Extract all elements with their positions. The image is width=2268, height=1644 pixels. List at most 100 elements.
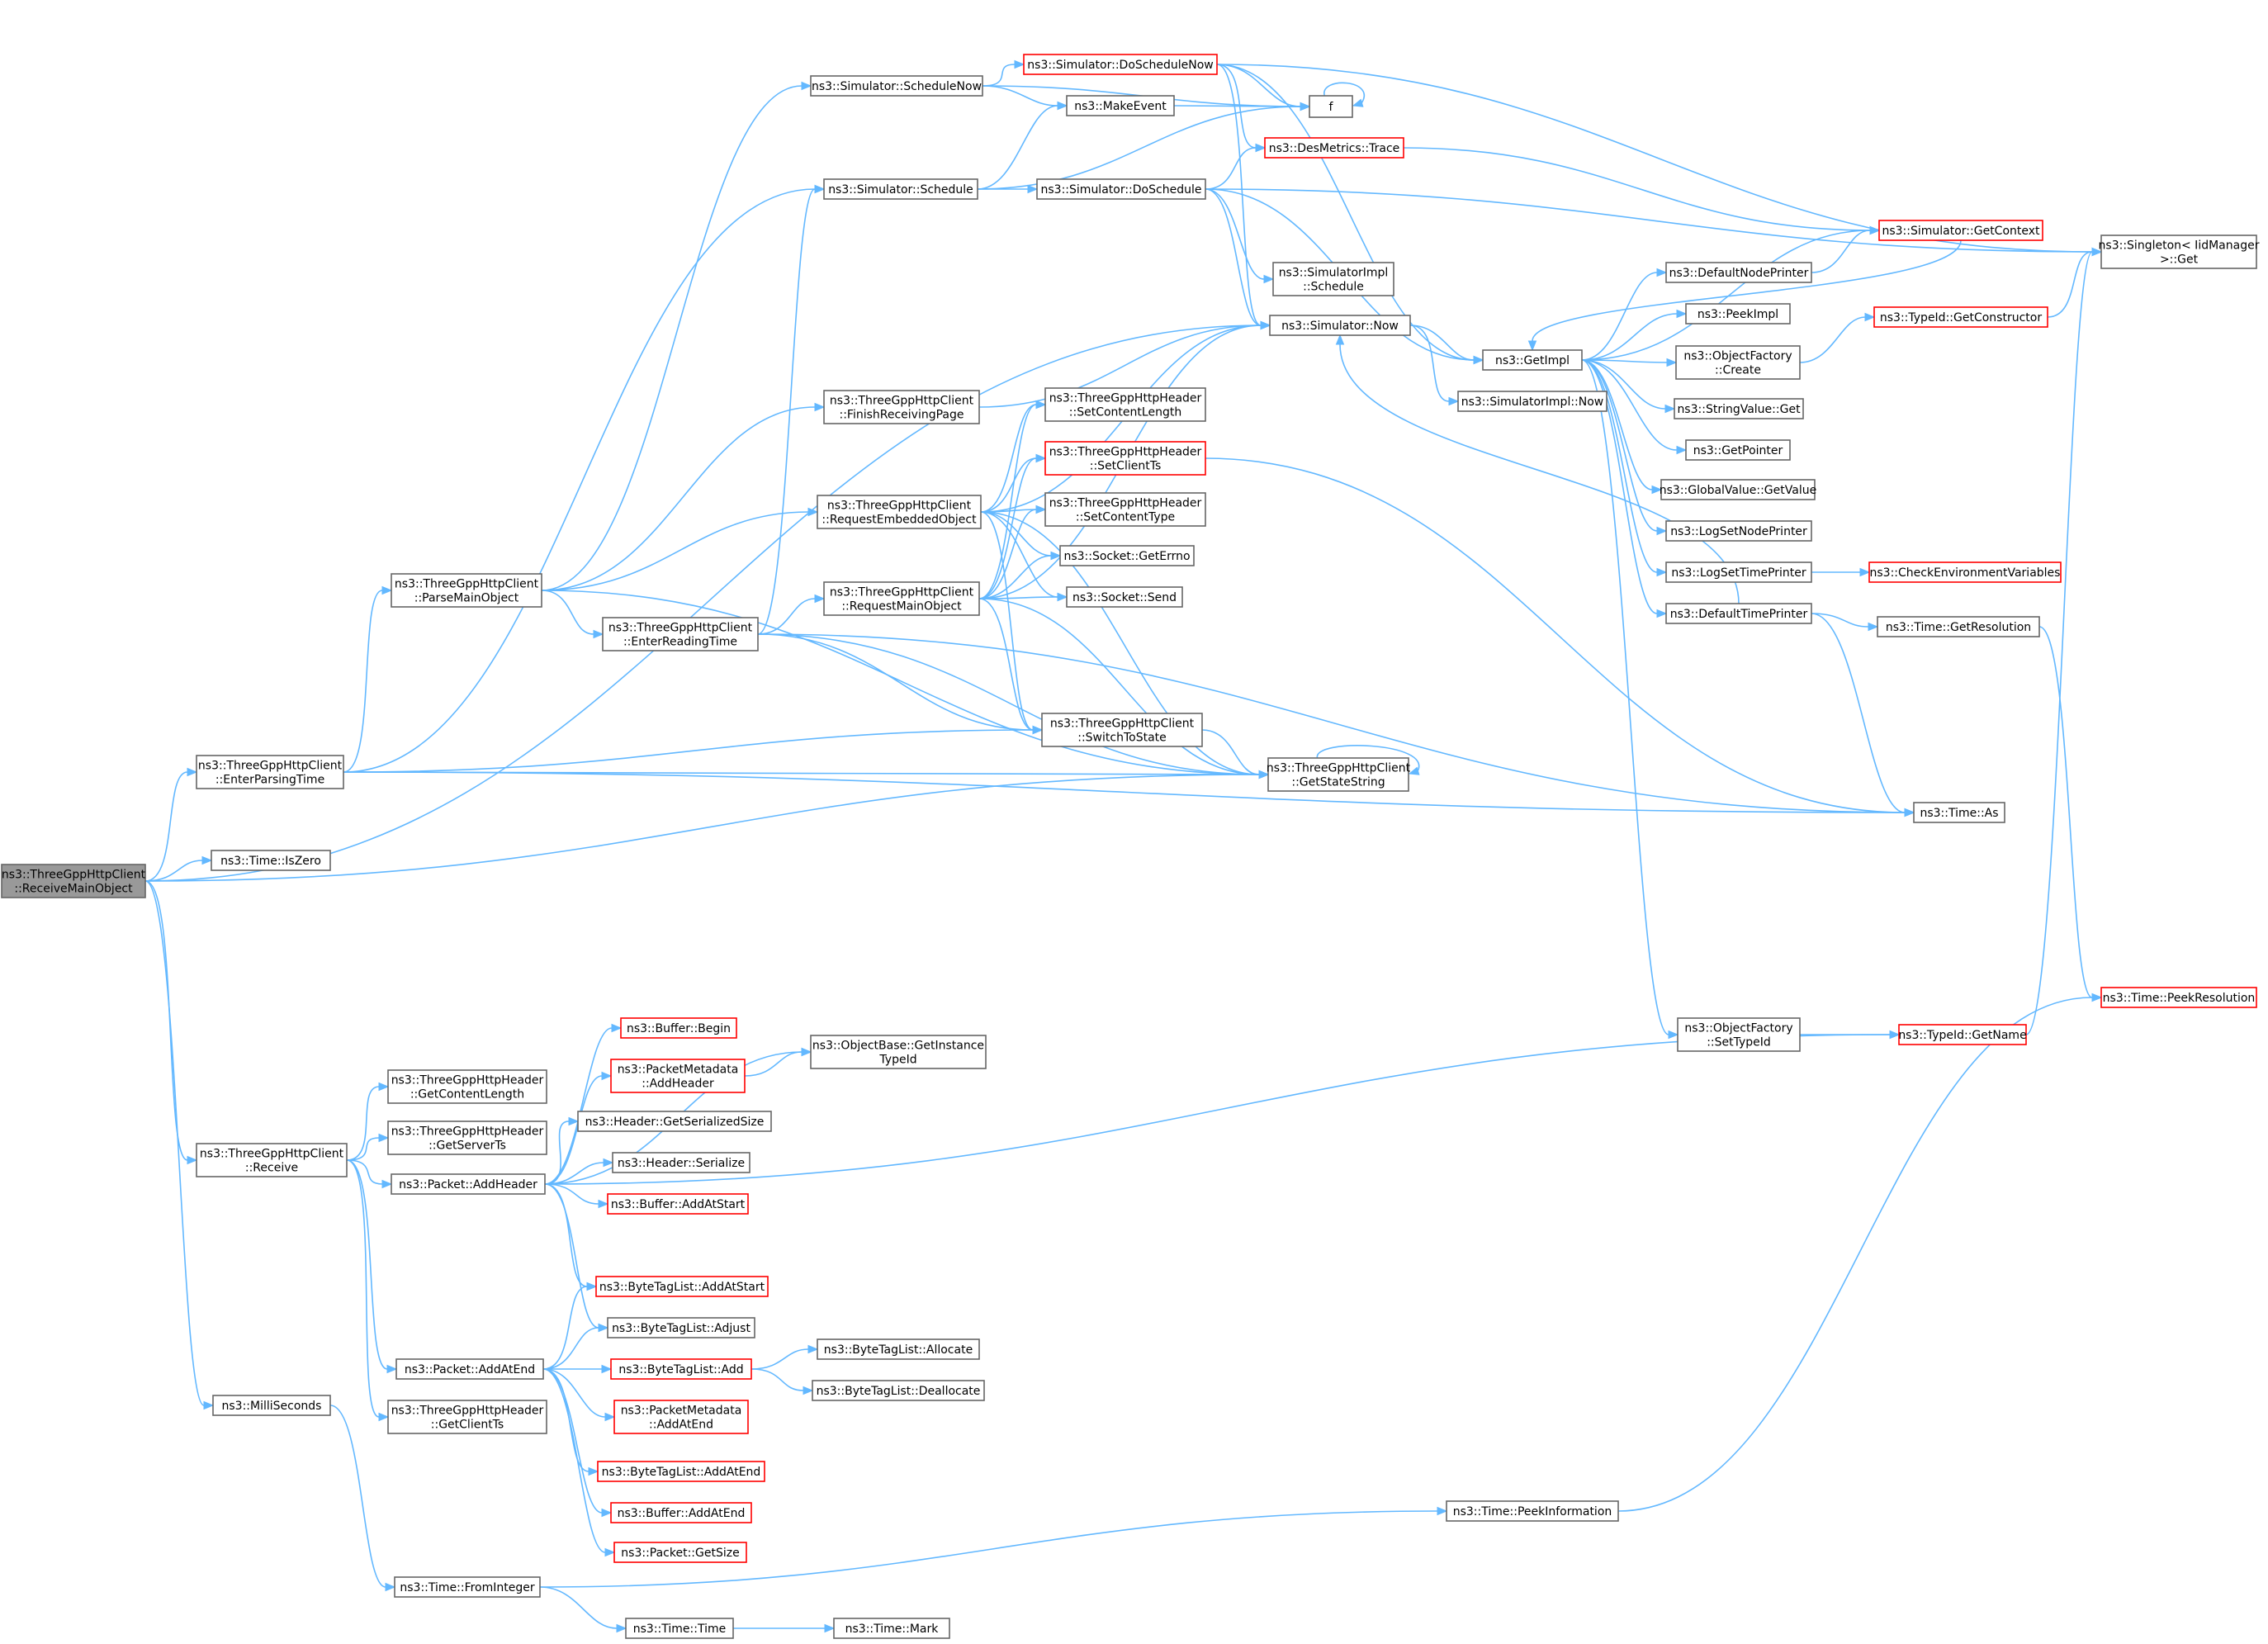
node-box	[1059, 545, 1195, 566]
node-requestMainObject[interactable]: ns3::ThreeGppHttpClient::RequestMainObje…	[823, 581, 980, 616]
node-btlAddAtEnd[interactable]: ns3::ByteTagList::AddAtEnd	[597, 1461, 765, 1482]
node-simImplNow[interactable]: ns3::SimulatorImpl::Now	[1457, 391, 1607, 412]
node-headerSerialize[interactable]: ns3::Header::Serialize	[612, 1152, 750, 1173]
node-box	[1878, 220, 2043, 241]
node-globalValueGetValue[interactable]: ns3::GlobalValue::GetValue	[1660, 479, 1816, 500]
node-enterParsingTime[interactable]: ns3::ThreeGppHttpClient::EnterParsingTim…	[196, 755, 344, 789]
node-logSetNodePrinter[interactable]: ns3::LogSetNodePrinter	[1665, 520, 1812, 542]
node-timeGetResolution[interactable]: ns3::Time::GetResolution	[1877, 616, 2040, 637]
node-timePeekResolution[interactable]: ns3::Time::PeekResolution	[2100, 987, 2257, 1008]
node-getPointer[interactable]: ns3::GetPointer	[1685, 439, 1791, 461]
node-simScheduleNow[interactable]: ns3::Simulator::ScheduleNow	[810, 75, 983, 97]
node-milliSeconds[interactable]: ns3::MilliSeconds	[212, 1395, 331, 1416]
node-bufferBegin[interactable]: ns3::Buffer::Begin	[620, 1017, 737, 1039]
node-bufferAddAtEnd[interactable]: ns3::Buffer::AddAtEnd	[610, 1502, 752, 1523]
node-timeMark[interactable]: ns3::Time::Mark	[833, 1618, 950, 1639]
node-timeTime[interactable]: ns3::Time::Time	[625, 1618, 734, 1639]
node-box	[607, 1317, 755, 1338]
node-objFactorySetTypeId[interactable]: ns3::ObjectFactory::SetTypeId	[1677, 1017, 1801, 1052]
node-label: ns3::ByteTagList::AddAtStart	[599, 1281, 765, 1294]
node-simGetContext[interactable]: ns3::Simulator::GetContext	[1878, 220, 2043, 241]
node-simSchedule[interactable]: ns3::Simulator::Schedule	[823, 178, 978, 200]
node-label: ns3::ByteTagList::Allocate	[824, 1343, 973, 1357]
edge-simNow-to-getImpl	[1409, 325, 1484, 365]
node-socketSend[interactable]: ns3::Socket::Send	[1066, 586, 1183, 608]
node-receive[interactable]: ns3::ThreeGppHttpClient::Receive	[196, 1143, 348, 1177]
node-makeEvent[interactable]: ns3::MakeEvent	[1066, 95, 1175, 116]
node-setContentLength[interactable]: ns3::ThreeGppHttpHeader::SetContentLengt…	[1044, 387, 1206, 422]
node-requestEmbeddedObject[interactable]: ns3::ThreeGppHttpClient::RequestEmbedded…	[817, 495, 982, 529]
node-finishReceivingPage[interactable]: ns3::ThreeGppHttpClient::FinishReceiving…	[823, 390, 980, 424]
node-timeAs[interactable]: ns3::Time::As	[1913, 802, 2005, 823]
edges-layer	[144, 59, 2103, 1633]
node-pmAddHeader[interactable]: ns3::PacketMetadata::AddHeader	[610, 1059, 746, 1093]
edge-line	[750, 1368, 804, 1391]
edge-line	[1205, 188, 1265, 280]
edge-enterReadingTime-to-simSchedule	[757, 184, 826, 635]
node-switchToState[interactable]: ns3::ThreeGppHttpClient::SwitchToState	[1041, 713, 1203, 747]
node-label: ns3::PeekImpl	[1697, 308, 1778, 321]
node-label: ns3::ThreeGppHttpClient	[830, 586, 974, 599]
node-desMetricsTrace[interactable]: ns3::DesMetrics::Trace	[1264, 137, 1404, 159]
node-label: ns3::Simulator::Now	[1281, 320, 1399, 333]
node-btlAdjust[interactable]: ns3::ByteTagList::Adjust	[607, 1317, 755, 1338]
node-receiveMainObject[interactable]: ns3::ThreeGppHttpClient::ReceiveMainObje…	[1, 864, 146, 898]
node-setClientTs[interactable]: ns3::ThreeGppHttpHeader::SetClientTs	[1044, 441, 1206, 476]
node-box	[1272, 262, 1394, 296]
node-bufferAddAtStart[interactable]: ns3::Buffer::AddAtStart	[607, 1193, 749, 1215]
node-f[interactable]: f	[1309, 95, 1353, 118]
node-hdrGetServerTs[interactable]: ns3::ThreeGppHttpHeader::GetServerTs	[387, 1120, 547, 1155]
node-packetAddHeader[interactable]: ns3::Packet::AddHeader	[391, 1173, 546, 1195]
node-checkEnvVars[interactable]: ns3::CheckEnvironmentVariables	[1868, 561, 2062, 583]
node-packetAddAtEnd[interactable]: ns3::Packet::AddAtEnd	[395, 1358, 544, 1380]
node-socketGetErrno[interactable]: ns3::Socket::GetErrno	[1059, 545, 1195, 566]
node-stringValueGet[interactable]: ns3::StringValue::Get	[1674, 398, 1804, 419]
node-setContentType[interactable]: ns3::ThreeGppHttpHeader::SetContentType	[1044, 492, 1206, 527]
node-simDoScheduleNow[interactable]: ns3::Simulator::DoScheduleNow	[1023, 54, 1218, 75]
node-parseMainObject[interactable]: ns3::ThreeGppHttpClient::ParseMainObject	[391, 573, 542, 608]
node-btlAddAtStart[interactable]: ns3::ByteTagList::AddAtStart	[595, 1276, 769, 1297]
edge-line	[1581, 359, 1668, 363]
node-packetGetSize[interactable]: ns3::Packet::GetSize	[613, 1542, 747, 1563]
node-objFactoryCreate[interactable]: ns3::ObjectFactory::Create	[1675, 345, 1801, 380]
edge-simSchedule-to-makeEvent	[977, 101, 1068, 190]
node-logSetTimePrinter[interactable]: ns3::LogSetTimePrinter	[1665, 561, 1812, 583]
edge-arrow	[1258, 770, 1270, 779]
node-timePeekInformation[interactable]: ns3::Time::PeekInformation	[1446, 1500, 1619, 1522]
node-btlAllocate[interactable]: ns3::ByteTagList::Allocate	[817, 1338, 980, 1360]
node-box	[610, 1059, 746, 1093]
node-btlDeallocate[interactable]: ns3::ByteTagList::Deallocate	[812, 1380, 985, 1401]
node-hdrGetClientTs[interactable]: ns3::ThreeGppHttpHeader::GetClientTs	[387, 1400, 547, 1434]
node-timeFromInteger[interactable]: ns3::Time::FromInteger	[394, 1576, 541, 1598]
node-label: ns3::DefaultTimePrinter	[1670, 608, 1808, 621]
node-pmAddAtEnd[interactable]: ns3::PacketMetadata::AddAtEnd	[613, 1400, 749, 1434]
edge-arrow	[568, 1116, 580, 1126]
node-box	[817, 1338, 980, 1360]
node-simImplSchedule[interactable]: ns3::SimulatorImpl::Schedule	[1272, 262, 1394, 296]
node-timeIsZero[interactable]: ns3::Time::IsZero	[211, 850, 331, 871]
edge-defaultTimePrinter-to-simNow	[1335, 334, 1740, 604]
edge-getImpl-to-getPointer	[1581, 359, 1688, 455]
node-getImpl[interactable]: ns3::GetImpl	[1482, 349, 1583, 371]
edge-packetAddAtEnd-to-btlAddAtStart	[542, 1282, 598, 1370]
node-btlAdd[interactable]: ns3::ByteTagList::Add	[610, 1358, 752, 1380]
node-defaultTimePrinter[interactable]: ns3::DefaultTimePrinter	[1665, 603, 1812, 624]
node-label: ns3::Header::GetSerializedSize	[585, 1116, 765, 1129]
node-defaultNodePrinter[interactable]: ns3::DefaultNodePrinter	[1665, 262, 1812, 283]
node-box	[1482, 349, 1583, 371]
node-enterReadingTime[interactable]: ns3::ThreeGppHttpClient::EnterReadingTim…	[602, 617, 759, 651]
node-box	[1685, 303, 1791, 325]
node-hdrGetContentLength[interactable]: ns3::ThreeGppHttpHeader::GetContentLengt…	[387, 1069, 547, 1104]
node-getStateString[interactable]: ns3::ThreeGppHttpClient::GetStateString	[1267, 757, 1411, 792]
node-singletonGet[interactable]: ns3::Singleton< IidManager >::Get	[2099, 235, 2260, 269]
node-simDoSchedule[interactable]: ns3::Simulator::DoSchedule	[1036, 178, 1206, 200]
node-typeIdGetConstructor[interactable]: ns3::TypeId::GetConstructor	[1873, 306, 2048, 328]
node-peekImpl[interactable]: ns3::PeekImpl	[1685, 303, 1791, 325]
edge-timeTime-to-timeMark	[732, 1623, 836, 1633]
edge-arrow	[1889, 1030, 1901, 1040]
node-headerGetSerializedSize[interactable]: ns3::Header::GetSerializedSize	[577, 1111, 772, 1132]
node-typeIdGetName[interactable]: ns3::TypeId::GetName	[1898, 1024, 2027, 1045]
node-box	[1264, 137, 1404, 159]
node-simNow[interactable]: ns3::Simulator::Now	[1269, 315, 1411, 336]
